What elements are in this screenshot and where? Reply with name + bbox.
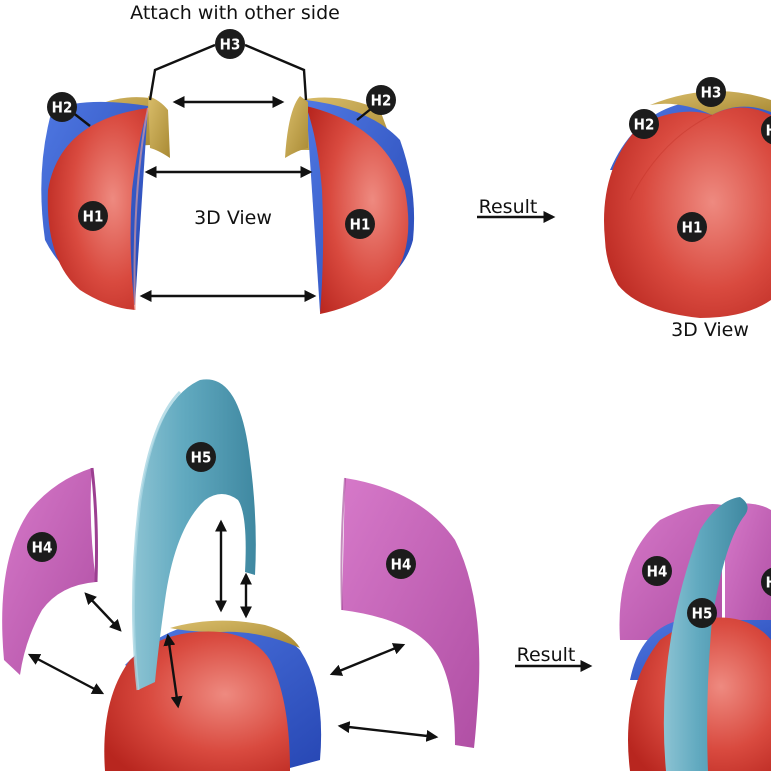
h3-leader-left [148, 43, 216, 101]
arrow-h4l-upper [84, 592, 122, 632]
badge-h2-result-left: H2 [629, 109, 659, 139]
badge-h2-right: H2 [366, 85, 396, 115]
badge-h4-left: H4 [27, 532, 57, 562]
right-h4-piece [340, 477, 480, 748]
svg-text:H4: H4 [766, 574, 771, 592]
bottom-result-sphere [619, 497, 771, 771]
left-half-dome [41, 96, 170, 311]
svg-text:H3: H3 [220, 36, 241, 54]
badge-h5-result: H5 [687, 598, 717, 628]
badge-h3-top: H3 [215, 29, 245, 59]
svg-text:H2: H2 [52, 99, 73, 117]
badge-h1-left: H1 [78, 201, 108, 231]
badge-h1-right: H1 [345, 209, 375, 239]
label-3d-view-top-left: 3D View [194, 207, 272, 229]
badge-h1-result: H1 [677, 212, 707, 242]
h5-arch-piece [131, 379, 256, 691]
arrow-h4r-lower [337, 721, 439, 742]
label-3d-view-top-right: 3D View [671, 319, 749, 341]
badge-h4-result-left: H4 [642, 556, 672, 586]
label-result-bottom: Result [517, 644, 576, 666]
badge-h4-result-right: H4 [761, 567, 771, 597]
badge-h5-arch: H5 [186, 442, 216, 472]
svg-text:H2: H2 [634, 116, 655, 134]
caption-attach: Attach with other side [130, 2, 340, 24]
svg-text:H3: H3 [701, 84, 722, 102]
svg-text:H2: H2 [371, 92, 392, 110]
svg-text:H4: H4 [32, 539, 53, 557]
svg-text:H1: H1 [83, 208, 104, 226]
arrow-h5-base [163, 633, 183, 709]
h3-leader-right [244, 43, 308, 101]
svg-text:H1: H1 [682, 219, 703, 237]
svg-text:H4: H4 [391, 556, 412, 574]
svg-text:H5: H5 [692, 605, 713, 623]
connector-lines [27, 43, 593, 742]
badge-h4-right: H4 [386, 549, 416, 579]
badge-h2-left: H2 [47, 92, 77, 122]
svg-text:H1: H1 [350, 216, 371, 234]
badge-h2-result-right: H2 [761, 115, 771, 145]
arrow-h4l-lower [27, 653, 105, 695]
svg-text:H4: H4 [647, 563, 668, 581]
label-result-top: Result [479, 196, 538, 218]
h2-leader-right [356, 107, 373, 121]
right-half-dome [285, 96, 415, 314]
svg-text:H2: H2 [766, 122, 771, 140]
arrow-h4r-upper [329, 643, 406, 676]
badge-h3-result: H3 [696, 77, 726, 107]
left-h4-piece [2, 467, 98, 675]
svg-text:H5: H5 [191, 449, 212, 467]
